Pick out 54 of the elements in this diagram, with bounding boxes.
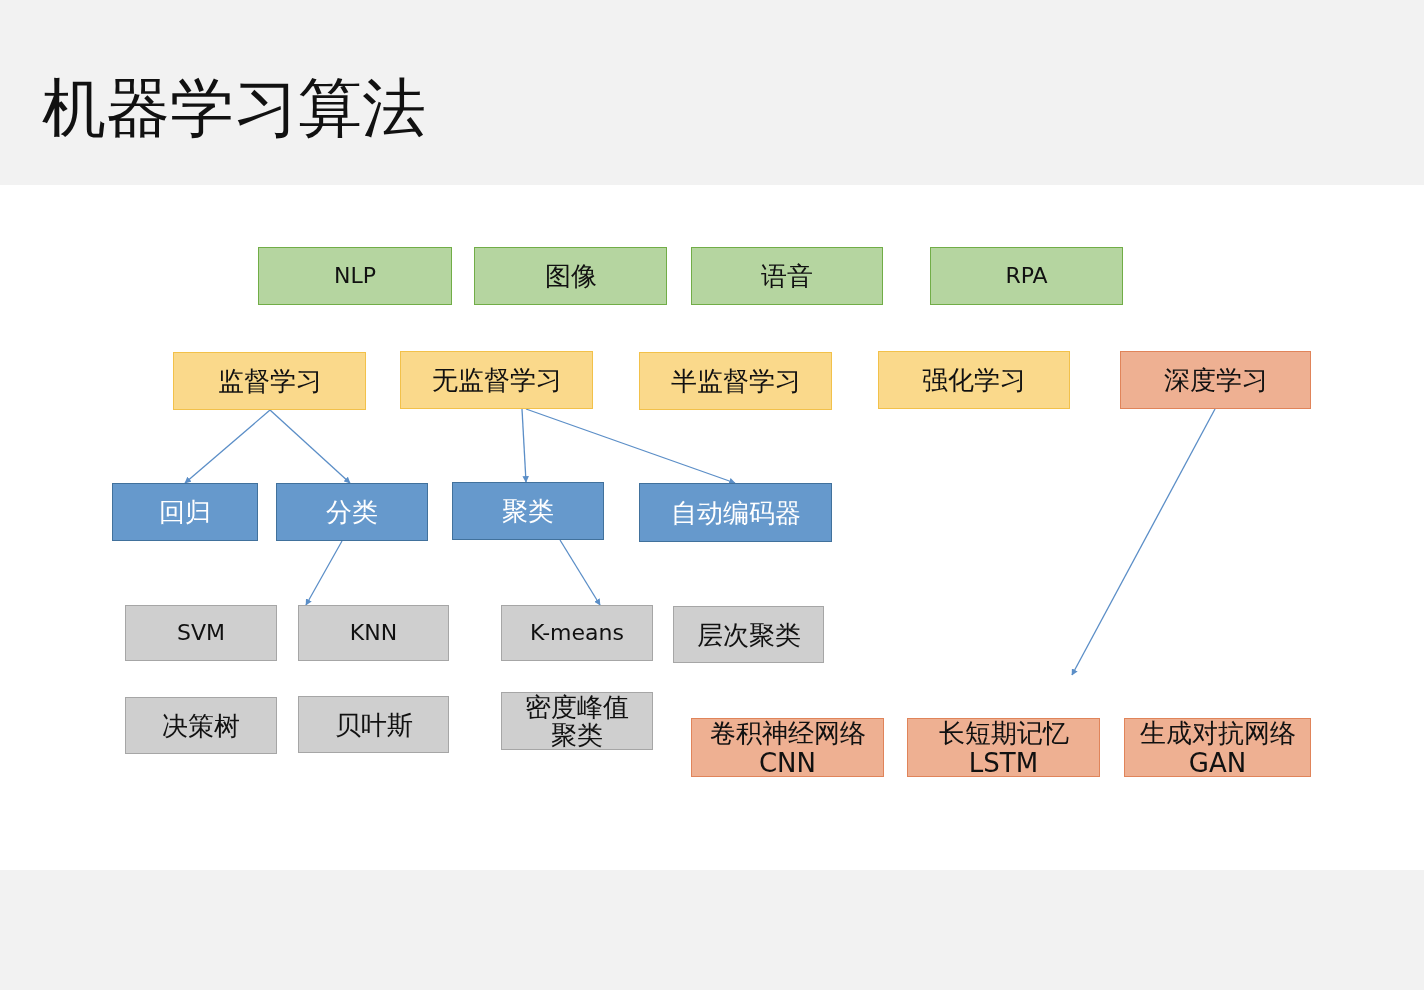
deep-learning-box xyxy=(1124,718,1311,777)
method-box xyxy=(452,482,604,540)
learning-type-box xyxy=(639,352,832,410)
arrow xyxy=(521,408,529,483)
method-box xyxy=(639,483,832,542)
category-box xyxy=(930,247,1123,305)
algorithm-box xyxy=(298,605,449,661)
node-label: 卷积神经网络 CNN xyxy=(708,717,867,778)
node-label: 密度峰值聚类 xyxy=(524,693,630,749)
deep-learning-box xyxy=(907,718,1100,777)
node-label: 监督学习 xyxy=(217,366,322,396)
arrow xyxy=(559,539,601,606)
arrow xyxy=(1071,408,1216,676)
slide-title: 机器学习算法 xyxy=(42,70,426,147)
method-box xyxy=(112,483,258,541)
node-label: KNN xyxy=(349,619,398,647)
node-label: 语音 xyxy=(761,261,813,291)
node-label: 无监督学习 xyxy=(431,365,562,395)
arrow xyxy=(305,540,343,606)
learning-type-box xyxy=(400,351,593,409)
node-label: 决策树 xyxy=(162,710,240,741)
node-label: 聚类 xyxy=(502,496,554,526)
node-label: 长短期记忆 LSTM xyxy=(937,717,1070,778)
node-label: 分类 xyxy=(326,497,378,527)
arrow xyxy=(525,408,736,485)
node-label: 图像 xyxy=(544,261,597,291)
deep-learning-box xyxy=(1120,351,1311,409)
category-box xyxy=(474,247,667,305)
node-label: 回归 xyxy=(159,497,211,527)
node-label: NLP xyxy=(334,262,376,290)
node-label: 生成对抗网络 GAN xyxy=(1138,717,1297,778)
node-label: SVM xyxy=(177,619,225,647)
category-box xyxy=(691,247,883,305)
node-label: 强化学习 xyxy=(922,365,1026,395)
arrow xyxy=(269,409,351,484)
node-label: 贝叶斯 xyxy=(334,709,413,740)
algorithm-box xyxy=(125,697,277,754)
node-label: 半监督学习 xyxy=(670,366,801,396)
algorithm-box xyxy=(125,605,277,661)
node-label: RPA xyxy=(1005,262,1048,290)
method-box xyxy=(276,483,428,541)
node-label: K-means xyxy=(529,619,625,647)
algorithm-box xyxy=(673,606,824,663)
node-label: 自动编码器 xyxy=(670,497,801,528)
node-label: 层次聚类 xyxy=(696,619,801,650)
algorithm-box xyxy=(501,605,653,661)
arrow xyxy=(184,409,271,484)
learning-type-box xyxy=(173,352,366,410)
category-box xyxy=(258,247,452,305)
deep-learning-box xyxy=(691,718,884,777)
learning-type-box xyxy=(878,351,1070,409)
node-label: 深度学习 xyxy=(1163,365,1268,395)
algorithm-box xyxy=(501,692,653,750)
algorithm-box xyxy=(298,696,449,753)
